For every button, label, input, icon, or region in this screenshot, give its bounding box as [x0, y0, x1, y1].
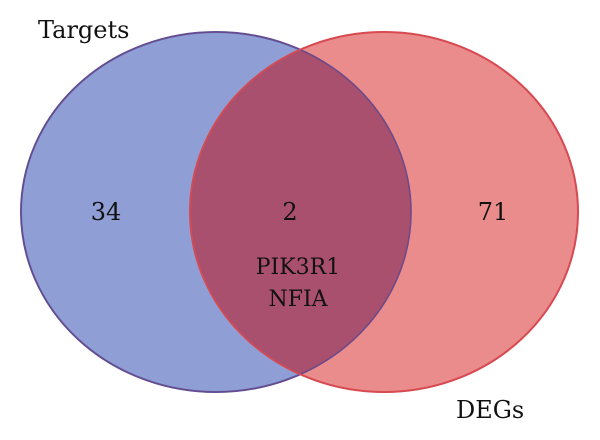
intersection-count: 2 — [282, 198, 297, 226]
degs-circle-outline — [189, 31, 579, 393]
intersection-region — [190, 32, 411, 392]
degs-only-count: 71 — [478, 198, 509, 226]
intersection-gene-1: PIK3R1 — [256, 255, 341, 280]
targets-circle-outline — [20, 31, 412, 393]
degs-label: DEGs — [456, 396, 524, 424]
targets-label: Targets — [38, 16, 129, 44]
intersection-gene-2: NFIA — [268, 287, 328, 312]
targets-only-count: 34 — [91, 198, 122, 226]
